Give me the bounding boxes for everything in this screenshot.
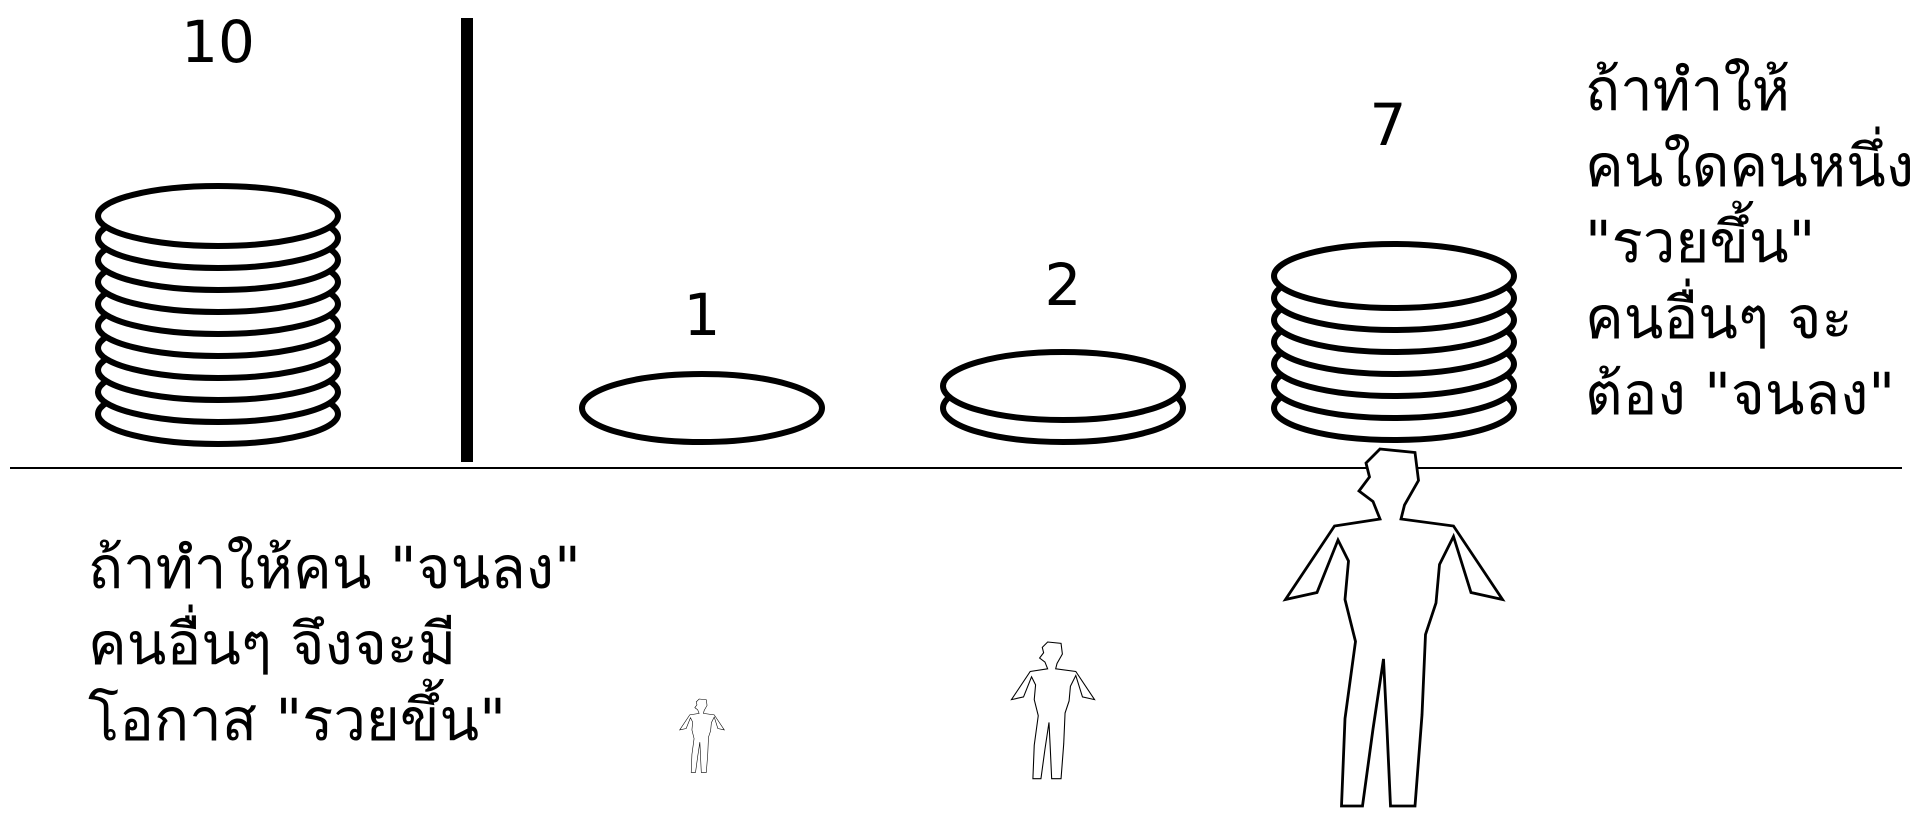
person-large (1284, 447, 1504, 808)
left-caption-line: คนอื่นๆ จึงจะมี (88, 604, 456, 678)
stack-label-total: 10 (181, 8, 255, 76)
right-caption: ถ้าทำให้ คนใดคนหนึ่ง "รวยขึ้น" คนอื่นๆ จ… (1585, 56, 1914, 428)
coin (579, 371, 825, 445)
coin-stack-middle (940, 349, 1186, 445)
person-medium (1010, 641, 1096, 780)
stack-label-rich: 7 (1370, 91, 1407, 159)
right-caption-line: ต้อง "จนลง" (1585, 360, 1895, 428)
left-caption-line: ถ้าทำให้คน "จนลง" (88, 534, 581, 602)
coin (95, 183, 341, 249)
right-caption-line: "รวยขึ้น" (1585, 201, 1815, 276)
coin-stack-total (95, 183, 341, 447)
person-small (679, 698, 725, 773)
coin-stack-poor (579, 371, 825, 445)
right-caption-line: คนใดคนหนึ่ง (1585, 126, 1914, 200)
coin (1271, 241, 1517, 311)
left-caption-line: โอกาส "รวยขึ้น" (88, 679, 506, 754)
right-caption-line: ถ้าทำให้ (1585, 56, 1790, 124)
right-caption-line: คนอื่นๆ จะ (1585, 278, 1853, 352)
left-caption: ถ้าทำให้คน "จนลง" คนอื่นๆ จึงจะมี โอกาส … (88, 534, 581, 754)
stack-label-poor: 1 (684, 281, 721, 349)
coin (940, 349, 1186, 423)
coin-stack-rich (1271, 241, 1517, 443)
stack-label-middle: 2 (1045, 251, 1082, 319)
